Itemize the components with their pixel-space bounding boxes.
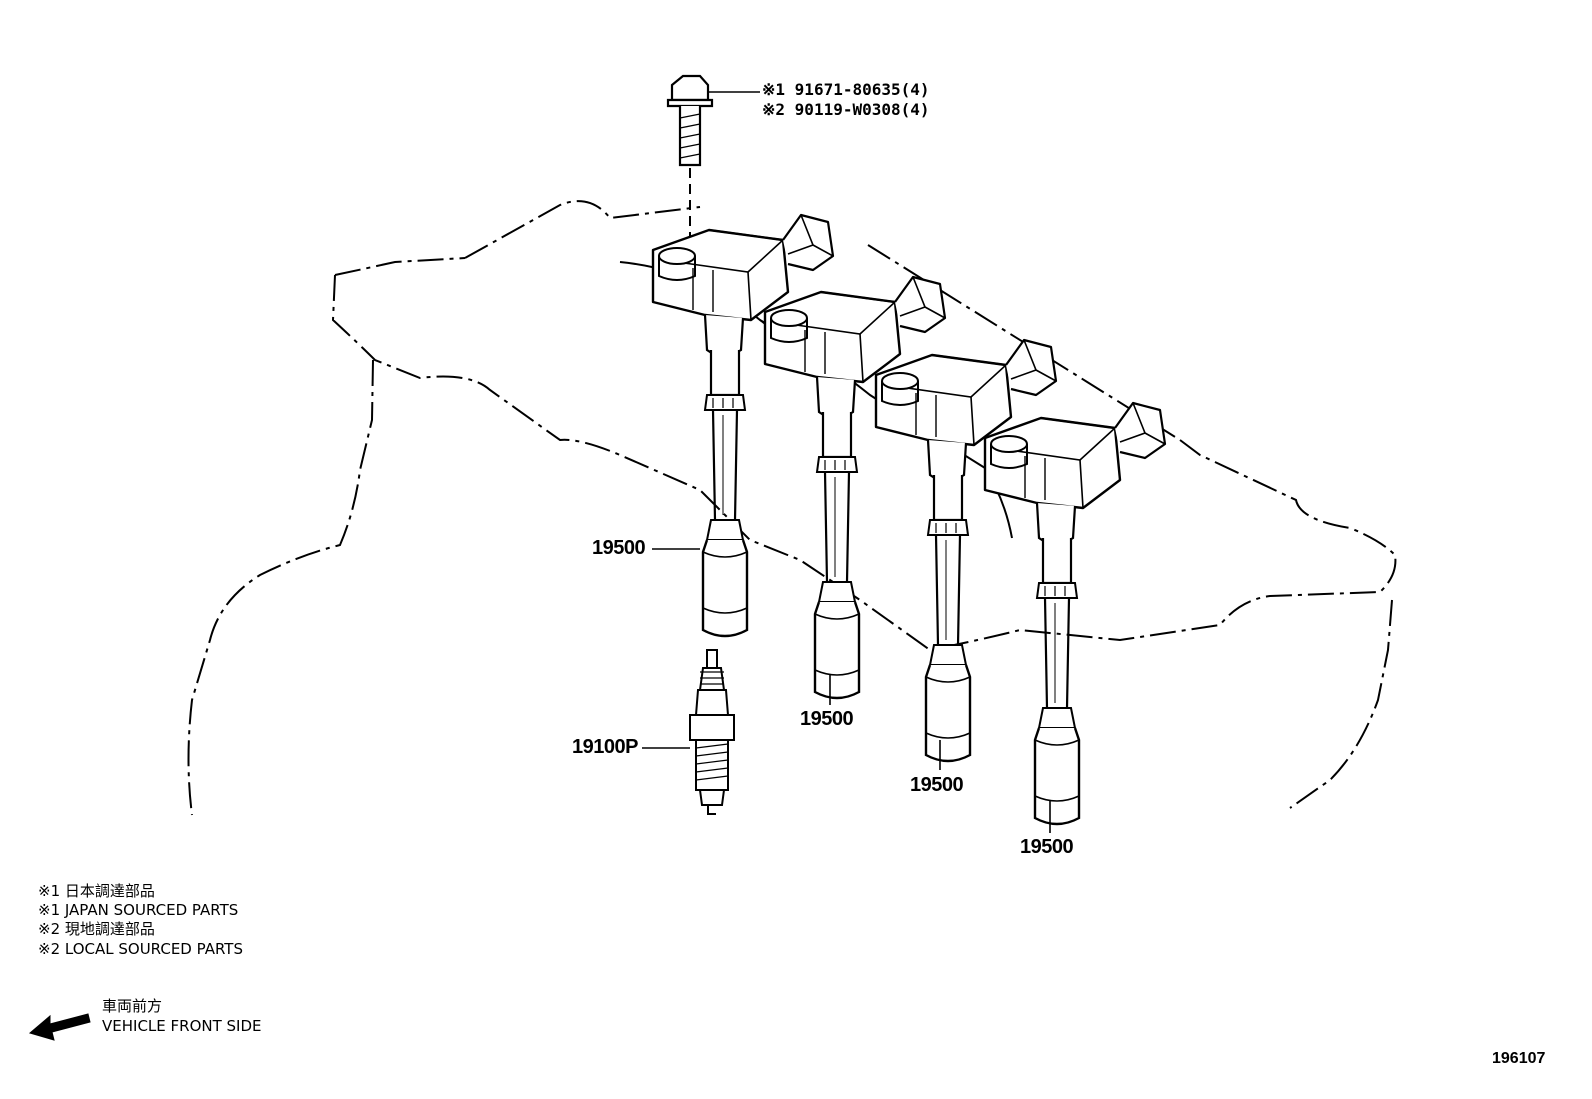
engine-head-outline: [187, 200, 1397, 816]
ignition-coil-4: [983, 401, 1167, 826]
leader-lines: [642, 548, 1051, 833]
ignition-coil-3: [874, 338, 1058, 763]
figure-number: 196107: [1492, 1050, 1546, 1067]
note-japan-sourced-jp: ※1 日本調達部品: [38, 882, 155, 900]
coil-label-2[interactable]: 19500: [800, 708, 854, 730]
spark-plug: [689, 649, 735, 815]
ignition-coil-2: [763, 275, 947, 700]
coil-label-3[interactable]: 19500: [910, 774, 964, 796]
coil-label-1[interactable]: 19500: [592, 537, 646, 559]
bolt-part-ref-1[interactable]: ※1 91671-80635(4): [762, 80, 930, 99]
front-direction-arrow: [28, 1013, 91, 1041]
front-direction-label-jp: 車両前方: [102, 997, 163, 1015]
note-local-sourced-en: ※2 LOCAL SOURCED PARTS: [38, 940, 243, 958]
ignition-coil-1: [651, 213, 835, 638]
spark-plug-label[interactable]: 19100P: [572, 736, 638, 758]
front-direction-label-en: VEHICLE FRONT SIDE: [102, 1017, 262, 1035]
coil-label-4[interactable]: 19500: [1020, 836, 1074, 858]
bolt-part-ref-2[interactable]: ※2 90119-W0308(4): [762, 100, 930, 119]
bolt: [666, 74, 760, 255]
note-japan-sourced-en: ※1 JAPAN SOURCED PARTS: [38, 901, 239, 919]
note-local-sourced-jp: ※2 現地調達部品: [38, 920, 155, 938]
